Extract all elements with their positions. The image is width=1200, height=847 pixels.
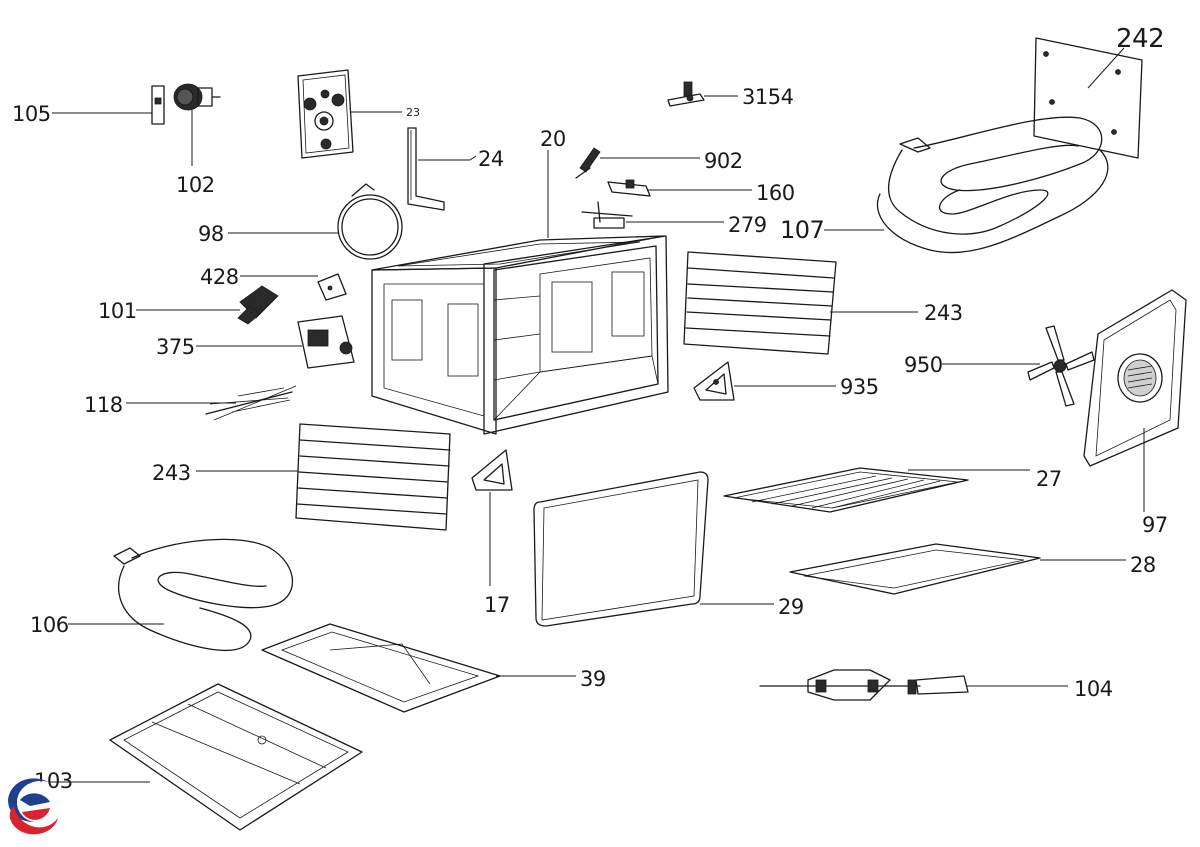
label-279: 279 [728, 213, 767, 237]
label-97: 97 [1142, 513, 1168, 537]
part-3154-thermostat [667, 81, 705, 107]
label-106: 106 [30, 613, 69, 637]
label-375: 375 [156, 335, 195, 359]
part-118-wiring [205, 385, 297, 421]
leader-24 [418, 155, 477, 161]
part-375-lamp [297, 315, 355, 369]
label-428: 428 [200, 265, 239, 289]
part-39-heat-shield [261, 623, 501, 713]
part-24-bracket [407, 127, 445, 211]
part-279-sensor [581, 201, 633, 229]
label-118: 118 [84, 393, 123, 417]
brand-logo [4, 778, 60, 836]
part-107-top-heater [876, 116, 1109, 254]
label-935: 935 [840, 375, 879, 399]
part-29-door-seal [533, 471, 709, 627]
part-28-baking-tray [789, 543, 1041, 595]
part-902-switch [575, 147, 601, 179]
part-105-bracket [151, 85, 165, 125]
label-23: 23 [406, 106, 420, 119]
part-97-fan-cover [1083, 289, 1187, 467]
part-935-support [693, 361, 735, 401]
label-105: 105 [12, 102, 51, 126]
label-107: 107 [780, 216, 824, 244]
part-23-control-panel [297, 69, 354, 159]
label-28: 28 [1130, 553, 1156, 577]
label-39: 39 [580, 667, 606, 691]
label-950: 950 [904, 353, 943, 377]
part-104-rotisserie [759, 669, 969, 701]
part-101-switch-block [237, 285, 279, 325]
part-17-support [471, 449, 513, 491]
part-103-bottom-tray [109, 683, 363, 831]
part-950-fan-blade [1027, 325, 1095, 407]
part-243-side-rack-upper [683, 251, 837, 355]
label-98: 98 [198, 222, 224, 246]
part-20-oven-cavity [371, 235, 669, 435]
part-27-wire-shelf [723, 467, 969, 513]
leader-242 [1087, 47, 1125, 89]
part-243-side-rack-lower [295, 423, 451, 531]
part-242-rear-plate [1033, 37, 1143, 159]
label-24: 24 [478, 147, 504, 171]
label-27: 27 [1036, 467, 1062, 491]
label-29: 29 [778, 595, 804, 619]
part-98-ring-element [337, 183, 403, 260]
label-102: 102 [176, 173, 215, 197]
part-160-thermal-cutout [607, 179, 651, 197]
label-242: 242 [1116, 24, 1164, 54]
label-160: 160 [756, 181, 795, 205]
part-428-bracket [317, 273, 347, 301]
part-102-motor [173, 83, 221, 111]
label-17: 17 [484, 593, 510, 617]
label-104: 104 [1074, 677, 1113, 701]
part-106-bottom-heater [113, 538, 294, 652]
label-902: 902 [704, 149, 743, 173]
label-3154: 3154 [742, 85, 794, 109]
label-20: 20 [540, 127, 566, 151]
label-243-upper: 243 [924, 301, 963, 325]
label-243-lower: 243 [152, 461, 191, 485]
label-101: 101 [98, 299, 137, 323]
